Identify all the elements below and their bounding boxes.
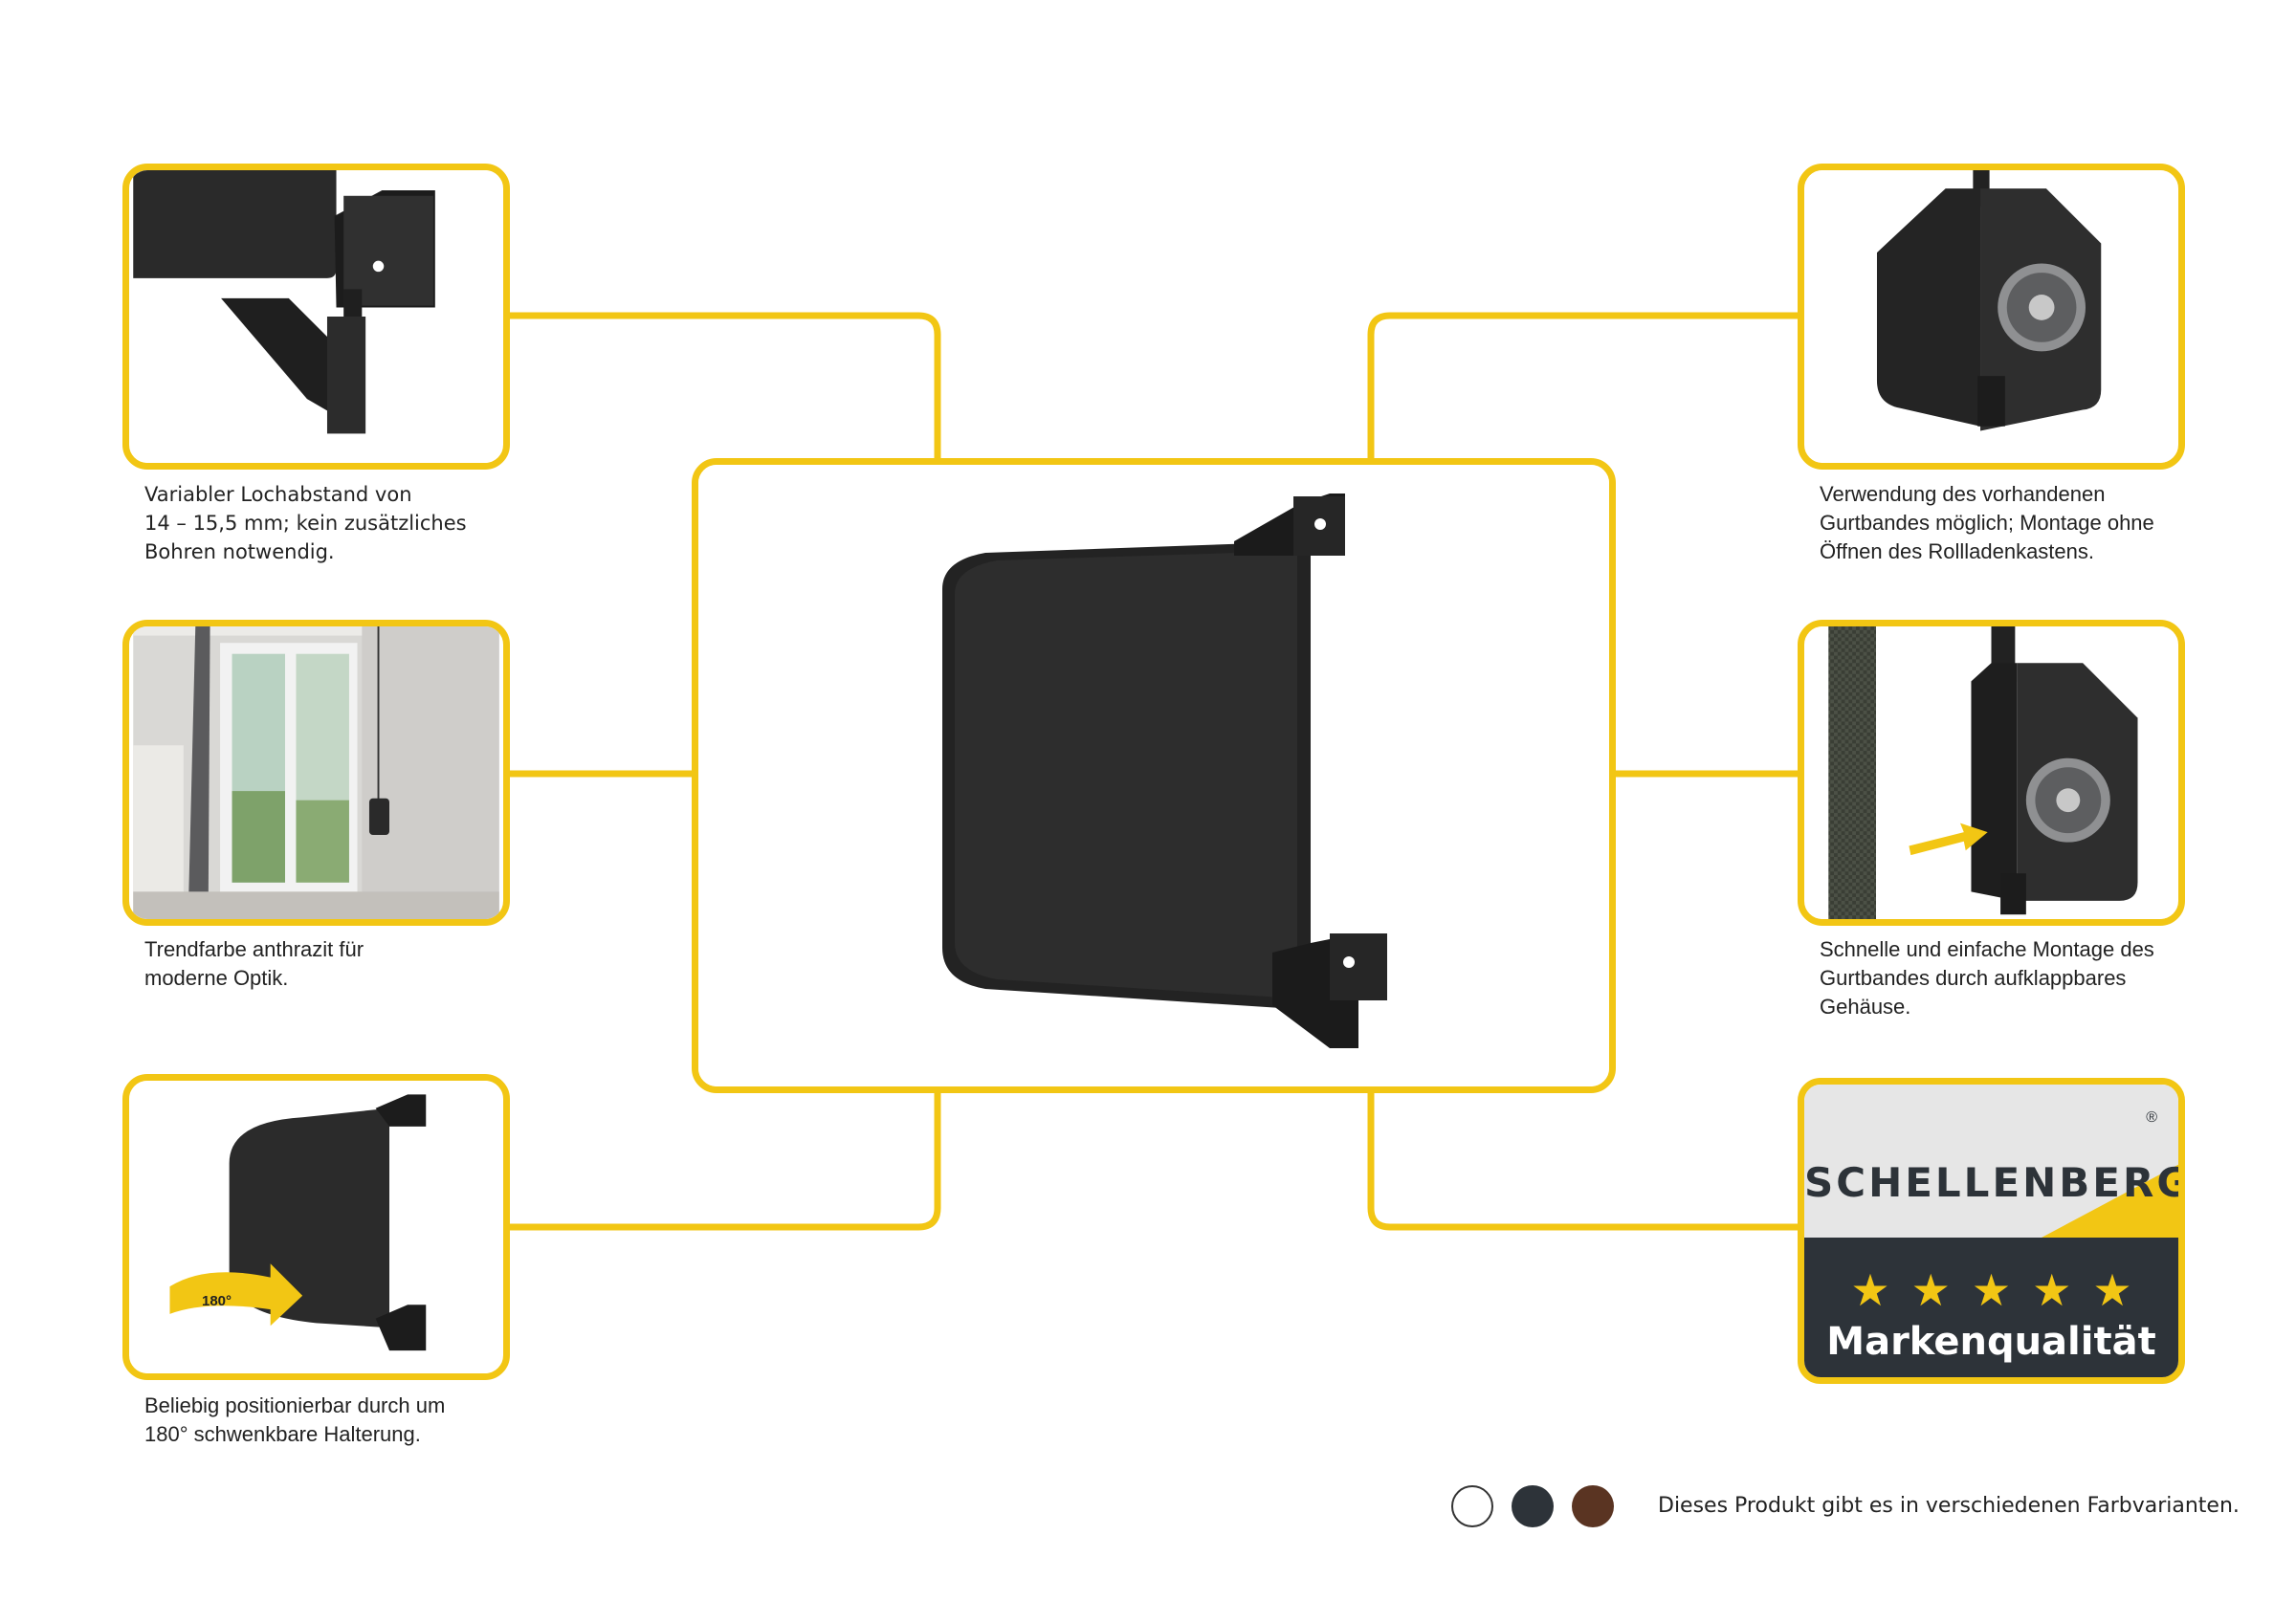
rotation-badge: 180° <box>202 1293 232 1309</box>
brand-name: SCHELLENBERG <box>1804 1159 2185 1206</box>
bracket-closeup-illustration <box>133 170 499 463</box>
registered-mark: ® <box>2146 1109 2157 1126</box>
open-housing-illustration <box>1808 170 2175 463</box>
belt-winder-product-illustration <box>698 465 1609 1086</box>
logo-top-panel: ® SCHELLENBERG <box>1804 1085 2185 1240</box>
belt-mounting-illustration <box>1808 626 2175 919</box>
caption-existing-belt: Verwendung des vorhandenen Gurtbandes mö… <box>1820 482 2154 563</box>
caption-trend-color: Trendfarbe anthrazit für moderne Optik. <box>144 937 364 990</box>
feature-image-existing-belt <box>1798 164 2185 470</box>
swivel-illustration <box>133 1081 499 1373</box>
feature-image-easy-mount <box>1798 620 2185 926</box>
swatch-white[interactable] <box>1451 1485 1493 1527</box>
roof-icon <box>2038 1164 2178 1240</box>
color-variants-text: Dieses Produkt gibt es in verschiedenen … <box>1658 1494 2240 1518</box>
caption-swivel: Beliebig positionierbar durch um 180° sc… <box>144 1393 446 1446</box>
caption-hole-spacing: Variabler Lochabstand von 14 – 15,5 mm; … <box>144 483 467 563</box>
main-product-image <box>692 458 1616 1093</box>
room-photo-illustration <box>133 626 499 919</box>
feature-image-trend-color <box>122 620 510 926</box>
caption-easy-mount: Schnelle und einfache Montage des Gurtba… <box>1820 937 2154 1019</box>
logo-bottom-panel: ★★★★★ Markenqualität <box>1804 1238 2178 1377</box>
quality-label: Markenqualität <box>1826 1320 2156 1364</box>
color-swatches <box>1451 1485 1614 1527</box>
swatch-brown[interactable] <box>1572 1485 1614 1527</box>
rating-stars-icon: ★★★★★ <box>1850 1265 2153 1315</box>
brand-logo-badge: ® SCHELLENBERG ★★★★★ Markenqualität <box>1798 1078 2185 1384</box>
feature-image-hole-spacing <box>122 164 510 470</box>
feature-image-swivel: 180° <box>122 1074 510 1380</box>
swatch-anthracite[interactable] <box>1512 1485 1554 1527</box>
